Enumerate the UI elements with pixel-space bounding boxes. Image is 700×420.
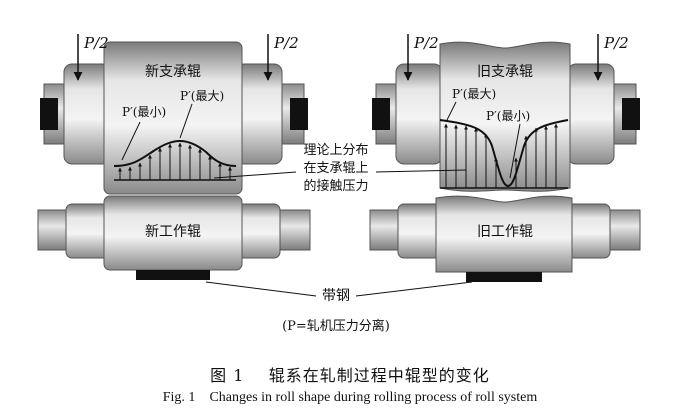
left-work-neck-right — [277, 209, 311, 251]
right-backup-roll-body — [439, 41, 571, 192]
left-backup-bearing-right — [290, 98, 308, 130]
strip-annotation: 带钢 — [205, 281, 473, 304]
caption-en-text: Changes in roll shape during rolling pro… — [209, 390, 538, 405]
old-backup-roll-label: 旧支承辊 — [477, 64, 533, 80]
left-pmax-pointer — [179, 103, 193, 139]
right-pressure-arrows — [444, 123, 558, 188]
right-work-shoulder-right — [565, 203, 611, 259]
left-pressure-curve — [113, 139, 237, 167]
left-backup-bearing-left — [40, 98, 58, 130]
strip-pointer-right — [355, 281, 473, 297]
caption-cn-text: 辊系在轧制过程中辊型的变化 — [268, 366, 490, 385]
new-work-roll-label: 新工作辊 — [145, 224, 201, 240]
left-work-shoulder-right — [235, 203, 281, 259]
new-backup-roll-label: 新支承辊 — [145, 64, 201, 80]
right-work-roll-body — [435, 195, 573, 273]
figure-caption-en: Fig. 1 Changes in roll shape during roll… — [0, 390, 700, 406]
contact-note-line-1: 理论上分布 — [303, 143, 368, 158]
left-backup-shoulder-right — [235, 63, 283, 165]
caption-en-number: Fig. 1 — [162, 390, 196, 405]
right-backup-shoulder-right — [567, 63, 615, 165]
contact-note-line-2: 在支承辊上 — [303, 161, 368, 176]
right-roll-assembly: P/2 P/2 旧支承辊 P′(最大) P′(最小) 旧工作辊 — [369, 34, 641, 282]
roll-system-diagram: P/2 P/2 新支承辊 P′(最小) P′(最大) 新工作辊 — [37, 34, 641, 334]
right-load-label-right: P/2 — [603, 34, 629, 52]
left-load-label-left: P/2 — [83, 34, 109, 52]
right-backup-bearing-left — [372, 98, 390, 130]
left-pmax-label: P′(最大) — [180, 89, 224, 103]
right-pmin-pointer — [509, 123, 521, 179]
contact-note-line-3: 的接触压力 — [303, 178, 368, 194]
right-pmax-pointer — [445, 101, 457, 123]
old-work-roll-label: 旧工作辊 — [477, 224, 533, 240]
strip-pointer-left — [205, 281, 317, 297]
left-pmin-label: P′(最小) — [122, 105, 166, 119]
right-backup-bearing-right — [622, 98, 640, 130]
left-strip — [136, 270, 210, 280]
right-work-neck-left — [369, 209, 403, 251]
right-pmin-label: P′(最小) — [486, 109, 530, 123]
legend-note: (P=轧机压力分离) — [282, 318, 390, 334]
left-work-shoulder-left — [65, 203, 111, 259]
left-pressure-arrows — [118, 142, 232, 180]
right-work-neck-right — [607, 209, 641, 251]
left-work-neck-left — [37, 209, 71, 251]
figure-caption-cn: 图 1 辊系在轧制过程中辊型的变化 — [0, 362, 700, 386]
contact-note-pointer-right — [375, 169, 467, 173]
left-pmin-pointer — [121, 121, 141, 161]
caption-cn-number: 图 1 — [210, 366, 245, 385]
right-pmax-label: P′(最大) — [452, 87, 496, 101]
right-strip — [466, 272, 542, 282]
right-backup-shoulder-left — [395, 63, 443, 165]
strip-label: 带钢 — [322, 288, 350, 304]
left-roll-assembly: P/2 P/2 新支承辊 P′(最小) P′(最大) 新工作辊 — [37, 34, 311, 280]
right-work-shoulder-left — [397, 203, 443, 259]
right-load-label-left: P/2 — [413, 34, 439, 52]
right-pressure-curve — [439, 119, 569, 188]
contact-note-pointer-left — [213, 171, 297, 179]
contact-pressure-note: 理论上分布 在支承辊上 的接触压力 — [213, 143, 467, 194]
left-backup-shoulder-left — [63, 63, 111, 165]
left-load-label-right: P/2 — [273, 34, 299, 52]
left-backup-roll-body — [103, 41, 243, 195]
